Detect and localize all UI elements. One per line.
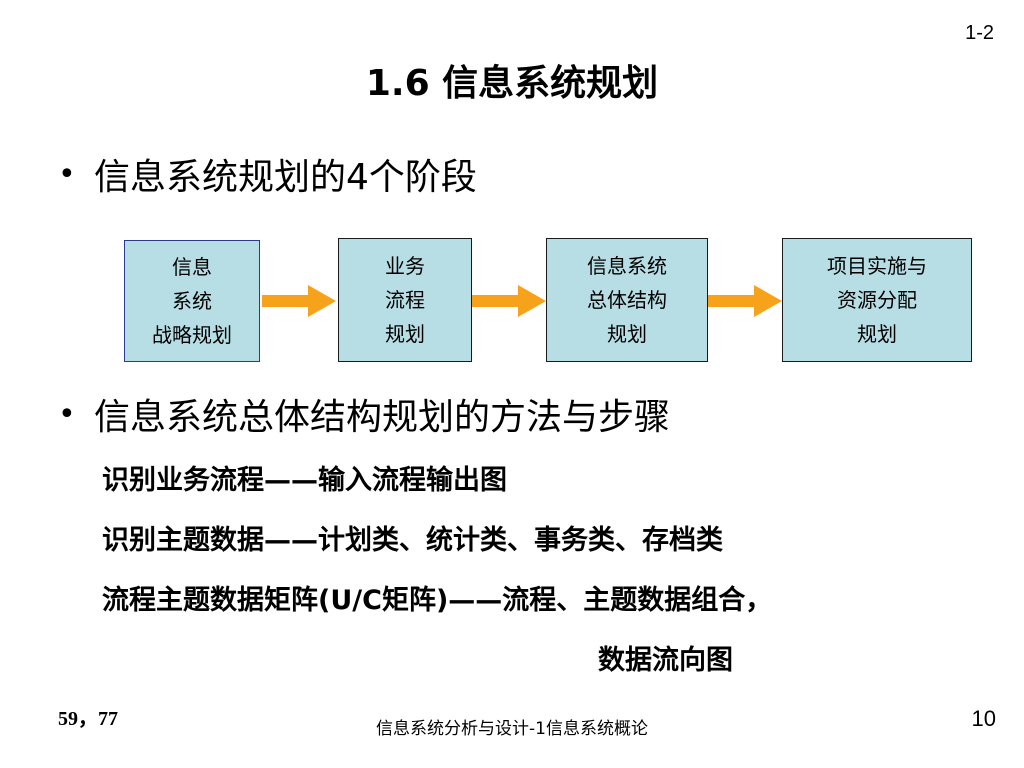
stage-line: 规划	[385, 322, 425, 346]
bullet-stages-text: 信息系统规划的4个阶段	[94, 157, 477, 198]
slide-label: 1-2	[965, 22, 994, 44]
page-number: 10	[971, 706, 996, 731]
stage-line: 规划	[607, 322, 647, 346]
bullet-dot-icon: •	[58, 156, 76, 192]
page-title: 1.6 信息系统规划	[365, 63, 659, 104]
stage-line: 总体结构	[587, 288, 667, 312]
stage-line: 信息系统	[587, 254, 667, 278]
bullet-methods-text: 信息系统总体结构规划的方法与步骤	[94, 397, 671, 438]
step-item: 识别主题数据——计划类、统计类、事务类、存档类	[102, 525, 723, 556]
step-item: 流程主题数据矩阵(U/C矩阵)——流程、主题数据组合，	[102, 585, 773, 616]
stage-line: 项目实施与	[827, 254, 927, 278]
stage-line: 系统	[172, 289, 212, 313]
stage-box-strategy: 信息 系统 战略规划	[124, 240, 260, 362]
bullet-stages: • 信息系统规划的4个阶段	[58, 148, 477, 200]
stage-line: 规划	[857, 322, 897, 346]
arrow-right-icon	[262, 285, 336, 317]
arrow-right-icon	[472, 285, 546, 317]
bullet-dot-icon: •	[58, 396, 76, 432]
footer-title: 信息系统分析与设计-1信息系统概论	[376, 719, 648, 739]
stage-line: 业务	[385, 254, 425, 278]
stage-line: 资源分配	[837, 288, 917, 312]
stage-box-implementation: 项目实施与 资源分配 规划	[782, 238, 972, 362]
page-reference: 59，77	[58, 708, 118, 730]
stage-box-process: 业务 流程 规划	[338, 238, 472, 362]
step-item: 识别业务流程——输入流程输出图	[102, 465, 507, 496]
stage-line: 战略规划	[152, 323, 232, 347]
step-item: 数据流向图	[598, 645, 733, 676]
stage-line: 信息	[172, 255, 212, 279]
bullet-methods: • 信息系统总体结构规划的方法与步骤	[58, 388, 670, 440]
stage-box-architecture: 信息系统 总体结构 规划	[546, 238, 708, 362]
stage-line: 流程	[385, 288, 425, 312]
arrow-right-icon	[708, 285, 782, 317]
